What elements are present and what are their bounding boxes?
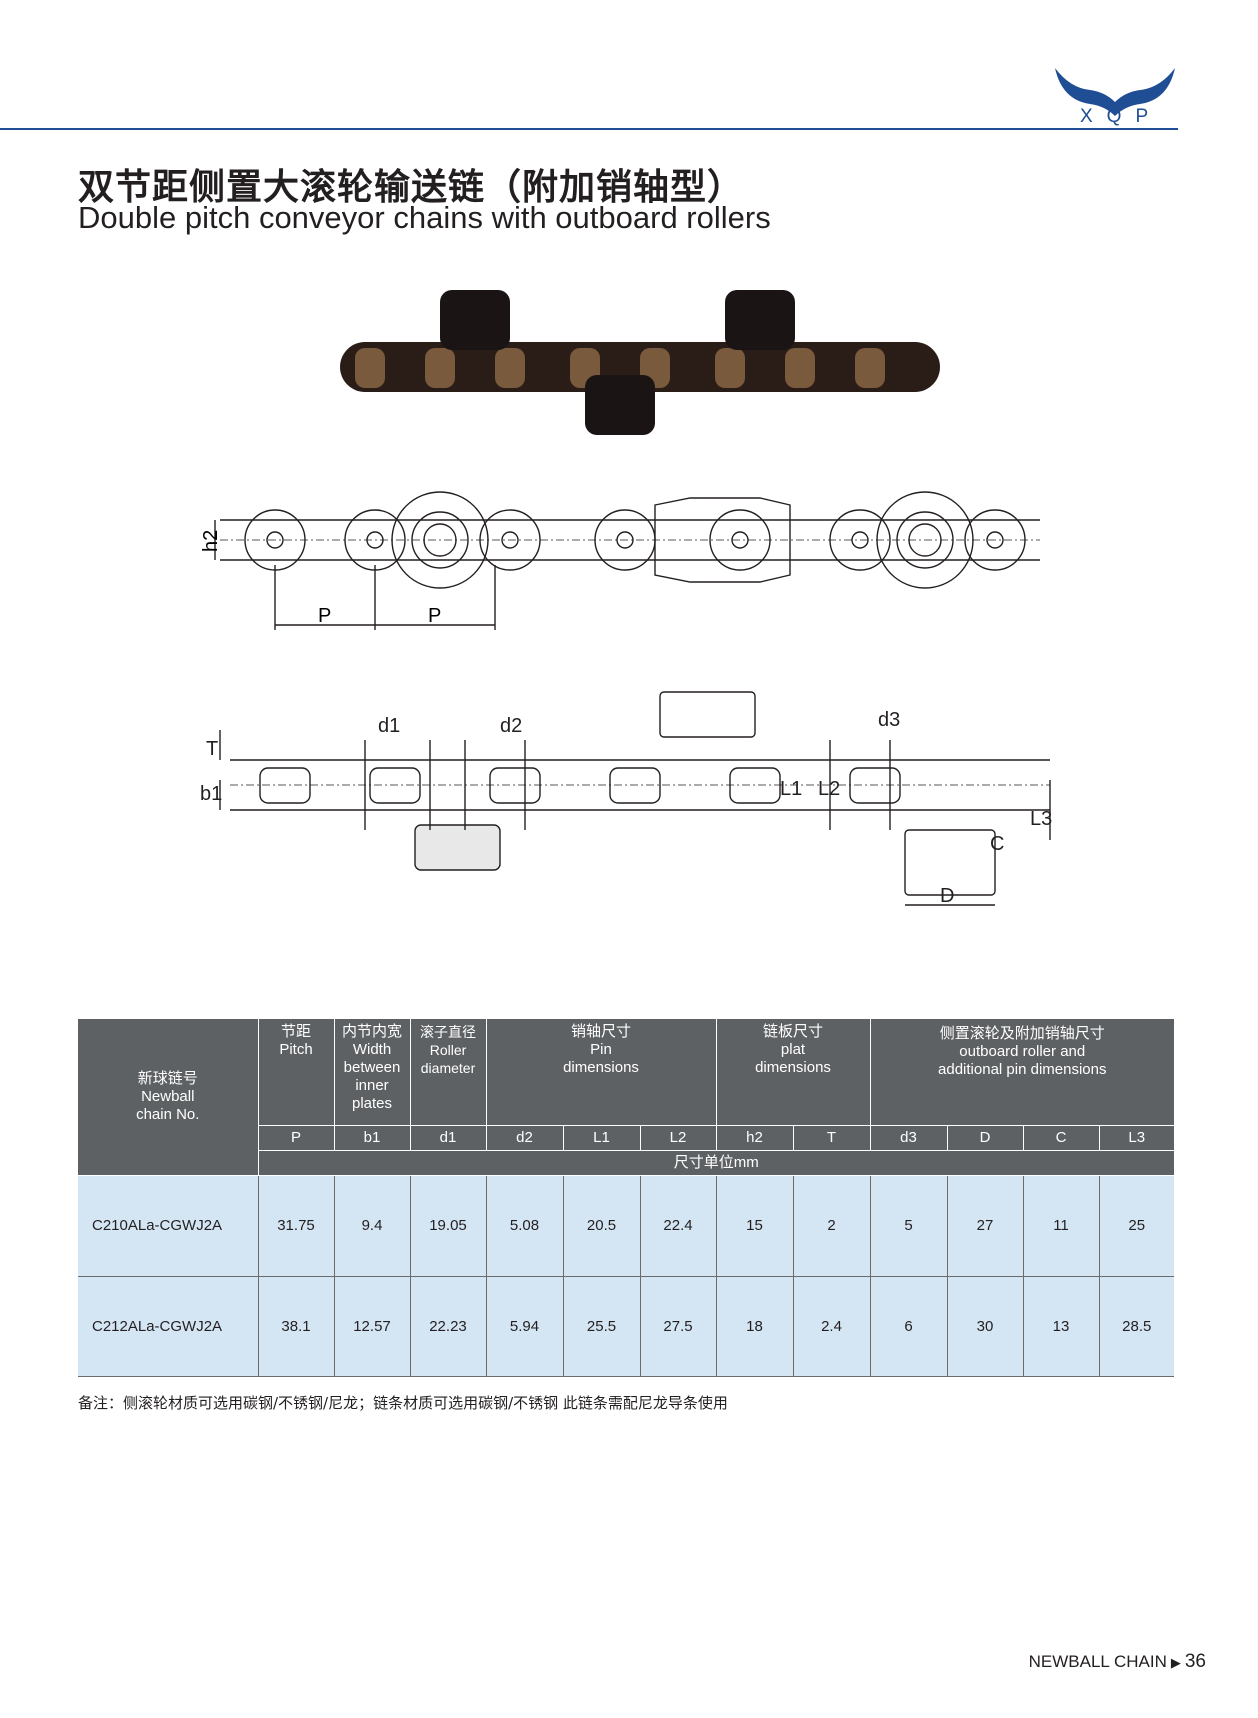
header-pin: 销轴尺寸 Pin dimensions	[486, 1019, 717, 1126]
col-header: L3	[1099, 1125, 1175, 1151]
label-d2: d2	[500, 715, 522, 737]
header-pitch: 节距 Pitch	[258, 1019, 335, 1126]
value-cell: 20.5	[563, 1175, 641, 1277]
value-cell: 19.05	[410, 1175, 487, 1277]
page-number: 36	[1184, 1651, 1206, 1672]
value-cell: 25.5	[563, 1276, 641, 1377]
value-cell: 28.5	[1099, 1276, 1175, 1377]
value-cell: 2	[793, 1175, 871, 1277]
label-c: C	[990, 833, 1004, 855]
label-l1: L1	[780, 778, 802, 800]
value-cell: 38.1	[258, 1276, 335, 1377]
value-cell: 27.5	[640, 1276, 717, 1377]
header-rule	[0, 128, 1178, 130]
col-header: d1	[410, 1125, 487, 1151]
value-cell: 15	[716, 1175, 794, 1277]
header-outboard: 侧置滚轮及附加销轴尺寸 outboard roller and addition…	[870, 1019, 1175, 1126]
top-view-drawing: d1 d2 d3 T b1 L1 L2 C L3 D	[200, 691, 1052, 907]
col-header: h2	[716, 1125, 794, 1151]
value-cell: 27	[947, 1175, 1024, 1277]
value-cell: 6	[870, 1276, 948, 1377]
label-t: T	[206, 738, 218, 760]
value-cell: 5.94	[486, 1276, 564, 1377]
value-cell: 2.4	[793, 1276, 871, 1377]
label-d3: d3	[878, 709, 900, 731]
value-cell: 18	[716, 1276, 794, 1377]
page-title-cn: 双节距侧置大滚轮输送链（附加销轴型）	[78, 167, 745, 208]
value-cell: 5	[870, 1175, 948, 1277]
model-cell: C212ALa-CGWJ2A	[78, 1276, 259, 1377]
value-cell: 9.4	[334, 1175, 411, 1277]
xqp-logo-icon	[1055, 68, 1175, 116]
header-plate: 链板尺寸 plat dimensions	[716, 1019, 871, 1126]
label-p-1: P	[318, 605, 331, 627]
col-header: b1	[334, 1125, 411, 1151]
header-chain-no: 新球链号 Newball chain No.	[78, 1019, 259, 1176]
col-header: P	[258, 1125, 335, 1151]
col-header: C	[1023, 1125, 1100, 1151]
value-cell: 12.57	[334, 1276, 411, 1377]
col-header: T	[793, 1125, 871, 1151]
chain-photo	[340, 290, 940, 435]
value-cell: 13	[1023, 1276, 1100, 1377]
spec-table: 新球链号 Newball chain No. 节距 Pitch 内节内宽 Wid…	[78, 1019, 1175, 1377]
table-row: C210ALa-CGWJ2A 31.75 9.4 19.05 5.08 20.5…	[78, 1175, 1175, 1277]
triangle-right-icon: ▶	[1170, 1655, 1181, 1670]
col-header: L2	[640, 1125, 717, 1151]
label-d1: d1	[378, 715, 400, 737]
page-footer: NEWBALL CHAIN▶36	[1029, 1651, 1206, 1673]
value-cell: 22.4	[640, 1175, 717, 1277]
label-l3: L3	[1030, 808, 1052, 830]
value-cell: 5.08	[486, 1175, 564, 1277]
label-p-2: P	[428, 605, 441, 627]
value-cell: 11	[1023, 1175, 1100, 1277]
col-header: d2	[486, 1125, 564, 1151]
header-roller: 滚子直径 Roller diameter	[410, 1019, 487, 1126]
model-cell: C210ALa-CGWJ2A	[78, 1175, 259, 1277]
value-cell: 31.75	[258, 1175, 335, 1277]
value-cell: 22.23	[410, 1276, 487, 1377]
logo-text: XQP	[1080, 106, 1163, 127]
page-title-en: Double pitch conveyor chains with outboa…	[78, 200, 771, 235]
col-header: L1	[563, 1125, 641, 1151]
value-cell: 25	[1099, 1175, 1175, 1277]
label-l2: L2	[818, 778, 840, 800]
label-b1: b1	[200, 783, 222, 805]
unit-label: 尺寸单位mm	[258, 1150, 1175, 1176]
table-row: C212ALa-CGWJ2A 38.1 12.57 22.23 5.94 25.…	[78, 1276, 1175, 1377]
header-width: 内节内宽 Width between inner plates	[334, 1019, 411, 1126]
col-header: D	[947, 1125, 1024, 1151]
footer-label: NEWBALL CHAIN	[1028, 1652, 1167, 1671]
note-text: 备注：侧滚轮材质可选用碳钢/不锈钢/尼龙；链条材质可选用碳钢/不锈钢 此链条需配…	[78, 1394, 728, 1412]
col-header: d3	[870, 1125, 948, 1151]
value-cell: 30	[947, 1276, 1024, 1377]
label-h2: h2	[200, 530, 222, 552]
side-view-drawing: h2 P P	[200, 491, 1040, 630]
label-d: D	[940, 885, 954, 907]
